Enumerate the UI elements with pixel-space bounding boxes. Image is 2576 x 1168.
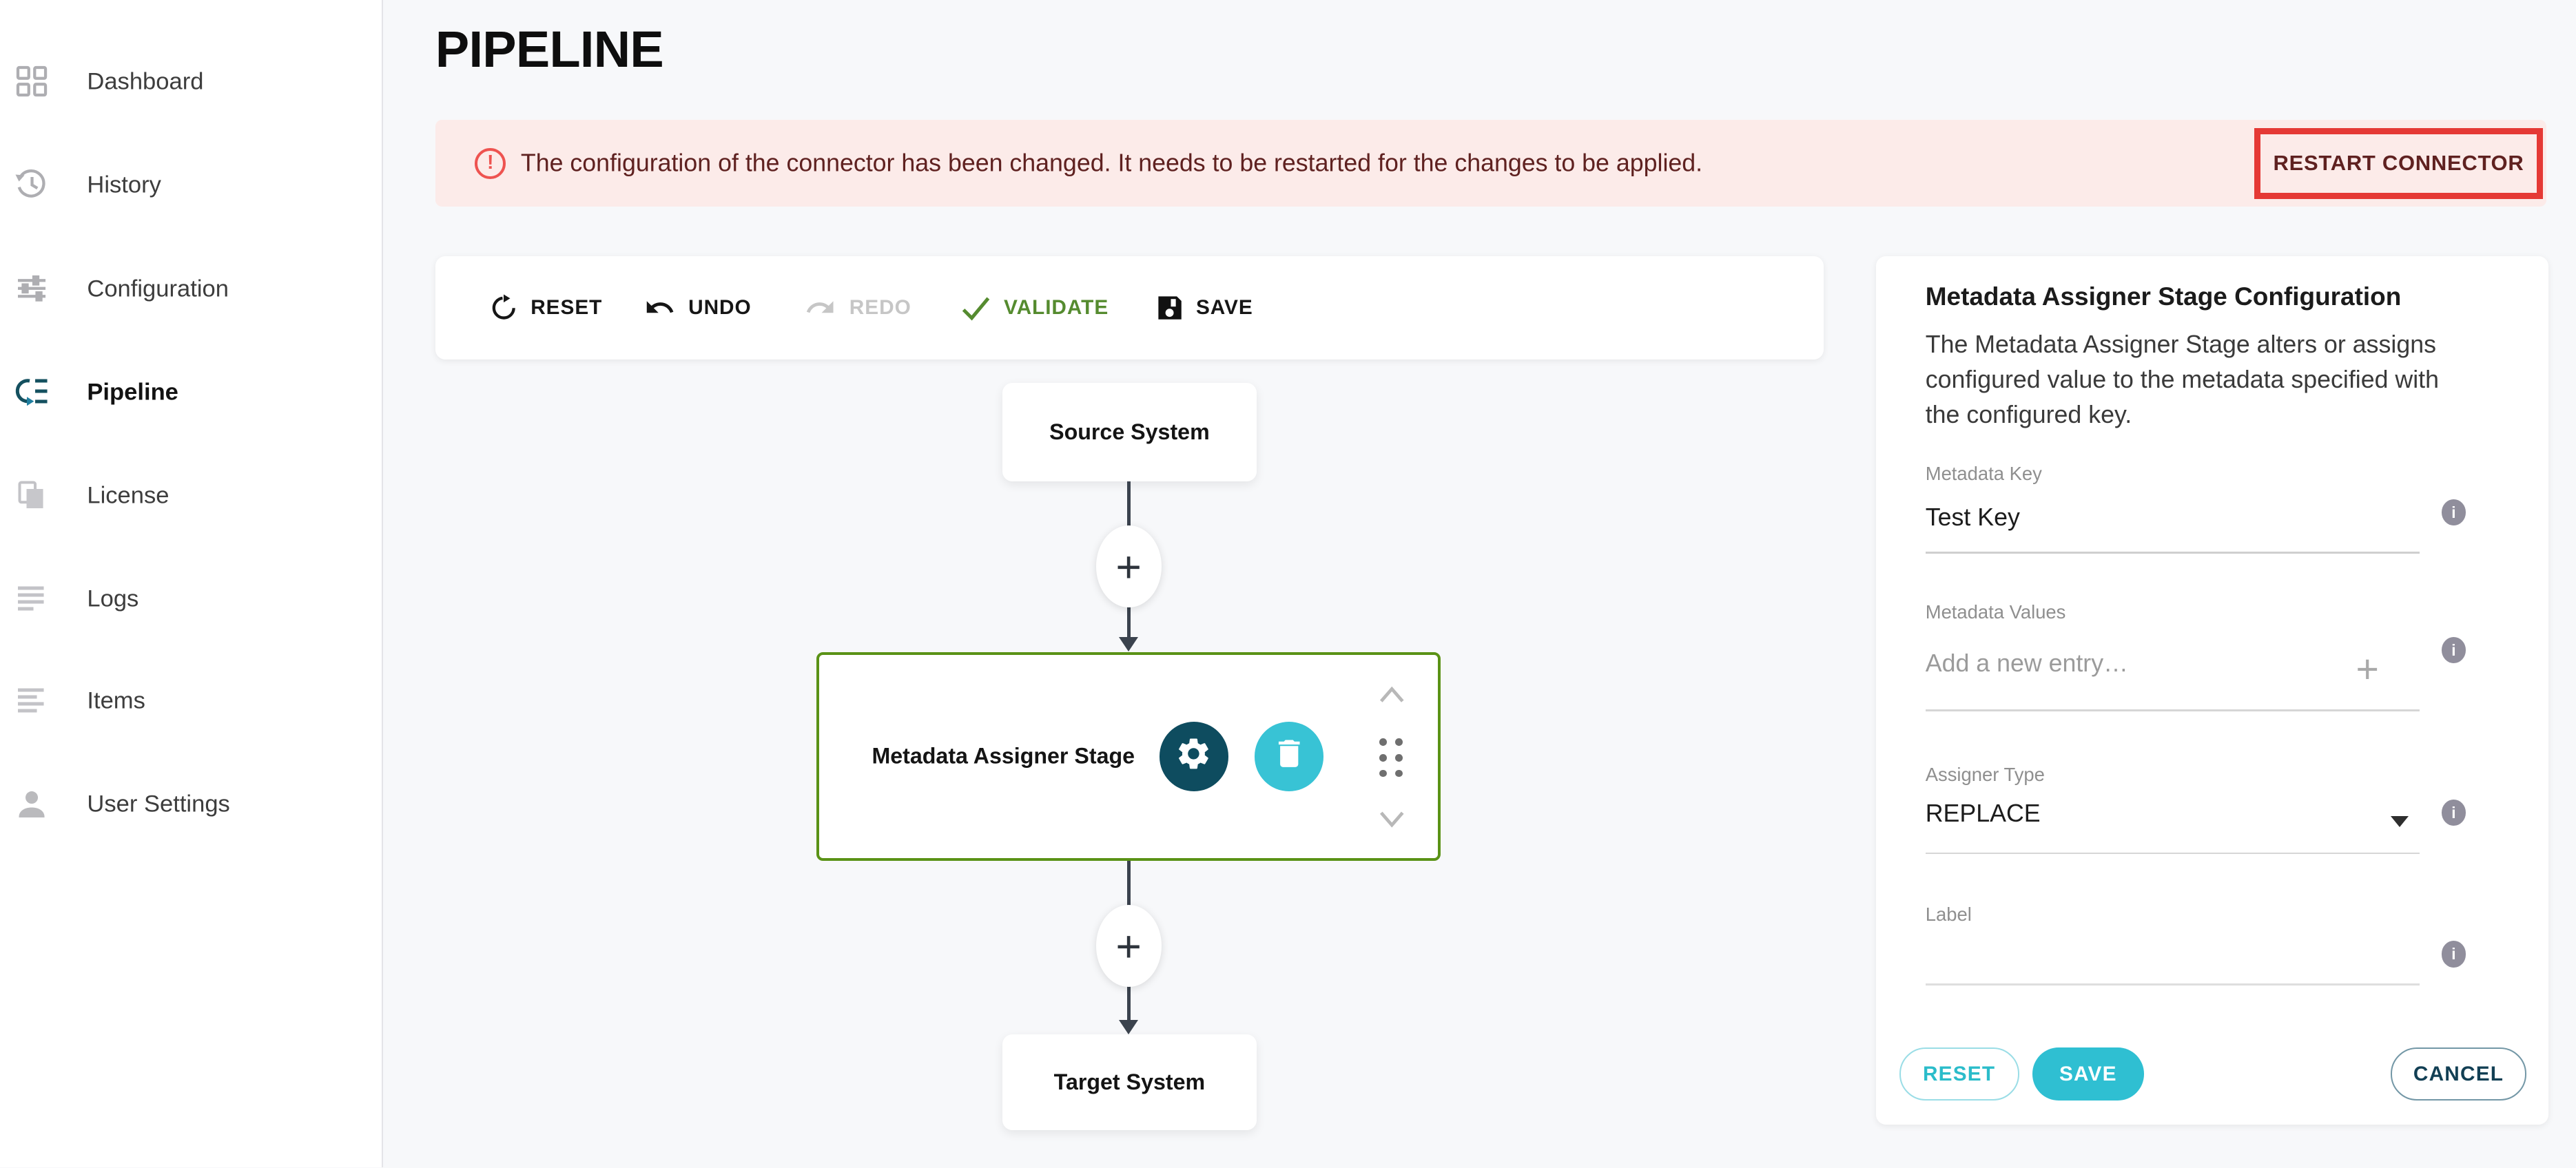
sidebar-item-items[interactable]: Items bbox=[0, 676, 383, 726]
sidebar-item-pipeline[interactable]: Pipeline bbox=[0, 368, 383, 417]
sidebar-item-license[interactable]: License bbox=[0, 471, 383, 521]
reset-icon bbox=[490, 294, 518, 322]
field-underline bbox=[1925, 983, 2420, 985]
pipeline-toolbar: RESET UNDO REDO VALIDATE bbox=[435, 255, 1824, 360]
banner-message: The configuration of the connector has b… bbox=[520, 149, 1703, 177]
metadata-values-label: Metadata Values bbox=[1925, 601, 2066, 623]
validate-button[interactable]: VALIDATE bbox=[961, 256, 1109, 359]
pipeline-icon bbox=[14, 375, 49, 409]
plus-icon: + bbox=[1115, 541, 1142, 592]
info-icon[interactable]: i bbox=[2441, 499, 2466, 526]
save-pipeline-button[interactable]: SAVE bbox=[1157, 256, 1253, 359]
stage-label-input[interactable] bbox=[1925, 936, 2366, 976]
add-entry-icon[interactable]: + bbox=[2356, 647, 2379, 692]
chevron-down-icon[interactable] bbox=[2390, 816, 2409, 827]
history-icon bbox=[14, 167, 49, 202]
info-icon[interactable]: i bbox=[2441, 637, 2466, 664]
page-title: PIPELINE bbox=[435, 20, 664, 78]
trash-icon bbox=[1271, 736, 1307, 777]
info-icon[interactable]: i bbox=[2441, 941, 2466, 968]
user-icon bbox=[14, 786, 49, 821]
redo-button[interactable]: REDO bbox=[805, 256, 911, 359]
redo-label: REDO bbox=[849, 296, 911, 320]
configuration-icon bbox=[14, 271, 49, 305]
plus-icon: + bbox=[1115, 921, 1142, 971]
stage-settings-button[interactable] bbox=[1159, 722, 1228, 791]
move-stage-up-button[interactable] bbox=[1378, 682, 1406, 705]
sidebar-item-label: Items bbox=[87, 687, 145, 714]
metadata-key-label: Metadata Key bbox=[1925, 463, 2042, 485]
panel-save-button[interactable]: SAVE bbox=[2032, 1047, 2144, 1101]
error-icon: ! bbox=[475, 147, 506, 179]
assigner-type-label: Assigner Type bbox=[1925, 763, 2045, 785]
sidebar-item-configuration[interactable]: Configuration bbox=[0, 264, 383, 314]
stage-label: Metadata Assigner Stage bbox=[872, 743, 1135, 769]
field-underline bbox=[1925, 709, 2420, 711]
check-icon bbox=[961, 293, 991, 323]
panel-reset-button[interactable]: RESET bbox=[1899, 1047, 2019, 1101]
restart-connector-highlight: RESTART CONNECTOR bbox=[2254, 127, 2544, 199]
panel-cancel-button[interactable]: CANCEL bbox=[2390, 1047, 2527, 1101]
sidebar-item-label: User Settings bbox=[87, 791, 230, 817]
panel-title: Metadata Assigner Stage Configuration bbox=[1925, 282, 2402, 311]
reset-pipeline-button[interactable]: RESET bbox=[490, 256, 603, 359]
target-system-node[interactable]: Target System bbox=[1002, 1034, 1257, 1130]
license-icon bbox=[14, 478, 49, 512]
logs-icon bbox=[14, 581, 49, 616]
redo-icon bbox=[805, 292, 836, 323]
save-icon bbox=[1157, 295, 1183, 321]
sidebar-item-label: Logs bbox=[87, 585, 139, 612]
panel-description: The Metadata Assigner Stage alters or as… bbox=[1925, 330, 2439, 429]
dashboard-icon bbox=[14, 64, 49, 98]
sidebar-item-history[interactable]: History bbox=[0, 161, 383, 211]
metadata-values-input[interactable] bbox=[1925, 643, 2366, 683]
undo-icon bbox=[644, 292, 675, 323]
add-stage-button-bottom[interactable]: + bbox=[1095, 904, 1162, 988]
sidebar-item-logs[interactable]: Logs bbox=[0, 575, 383, 625]
arrowhead-top bbox=[1118, 637, 1138, 651]
restart-connector-button[interactable]: RESTART CONNECTOR bbox=[2273, 151, 2524, 176]
sidebar-item-label: Pipeline bbox=[87, 379, 178, 406]
add-stage-button-top[interactable]: + bbox=[1095, 525, 1162, 608]
source-system-label: Source System bbox=[1049, 419, 1210, 444]
field-underline bbox=[1925, 552, 2420, 554]
sidebar-item-label: Dashboard bbox=[87, 68, 204, 95]
sidebar: Dashboard History Configuration bbox=[0, 0, 383, 1168]
metadata-assigner-stage-node[interactable]: Metadata Assigner Stage bbox=[816, 651, 1441, 861]
target-system-label: Target System bbox=[1053, 1069, 1206, 1094]
validate-label: VALIDATE bbox=[1003, 296, 1109, 320]
source-system-node[interactable]: Source System bbox=[1002, 382, 1257, 481]
sidebar-item-label: Configuration bbox=[87, 275, 229, 302]
stage-label-label: Label bbox=[1925, 903, 1972, 925]
save-label: SAVE bbox=[1195, 296, 1253, 320]
sidebar-item-user-settings[interactable]: User Settings bbox=[0, 780, 383, 830]
reset-label: RESET bbox=[530, 296, 603, 320]
items-icon bbox=[14, 683, 49, 718]
arrowhead-bottom bbox=[1118, 1019, 1138, 1034]
metadata-key-input[interactable] bbox=[1925, 499, 2366, 536]
undo-label: UNDO bbox=[688, 296, 752, 320]
undo-button[interactable]: UNDO bbox=[644, 256, 752, 359]
drag-handle-icon[interactable] bbox=[1379, 738, 1404, 780]
stage-configuration-panel: Metadata Assigner Stage Configuration Th… bbox=[1876, 255, 2548, 1125]
restart-warning-banner: ! The configuration of the connector has… bbox=[435, 120, 2547, 207]
sidebar-item-label: History bbox=[87, 171, 161, 198]
stage-delete-button[interactable] bbox=[1255, 722, 1324, 791]
info-icon[interactable]: i bbox=[2441, 800, 2466, 826]
move-stage-down-button[interactable] bbox=[1378, 807, 1406, 830]
assigner-type-select[interactable]: REPLACE bbox=[1925, 800, 2041, 828]
sidebar-item-label: License bbox=[87, 482, 169, 509]
field-underline bbox=[1925, 852, 2420, 854]
gear-icon bbox=[1175, 735, 1213, 778]
sidebar-item-dashboard[interactable]: Dashboard bbox=[0, 57, 383, 107]
